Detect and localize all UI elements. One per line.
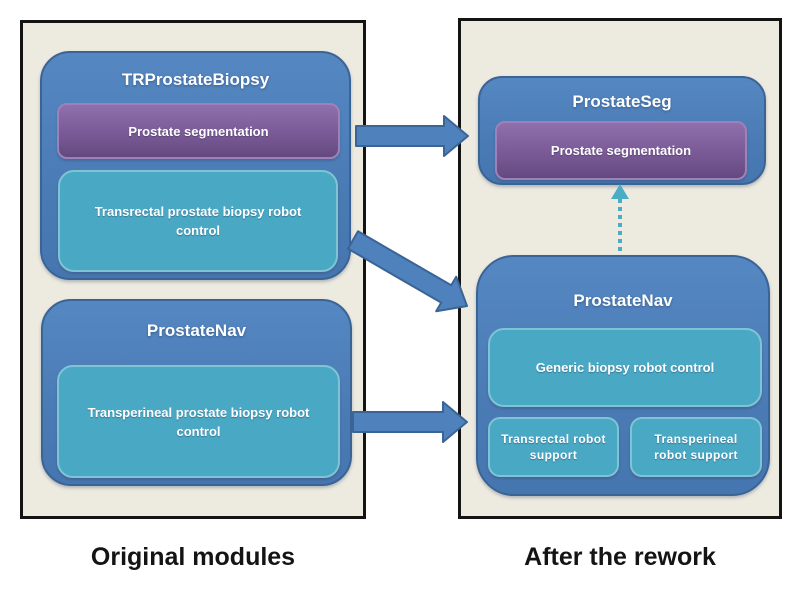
module-prostatenav-original: ProstateNav Transperineal prostate biops… — [41, 299, 352, 486]
caption-after-rework: After the rework — [524, 543, 716, 571]
module-title-prostateseg: ProstateSeg — [572, 92, 672, 111]
submodule-prostate-segmentation-rework: Prostate segmentation — [495, 121, 747, 180]
submodule-label: Transperineal prostate biopsy robot cont… — [87, 404, 310, 439]
caption-original-modules: Original modules — [90, 543, 296, 571]
module-title-prostatenav-rework: ProstateNav — [573, 291, 673, 310]
submodule-transrectal-robot-control: Transrectal prostate biopsy robot contro… — [58, 170, 338, 272]
module-trprostatebiopsy: TRProstateBiopsy Prostate segmentation T… — [40, 51, 351, 280]
module-prostateseg: ProstateSeg Prostate segmentation — [478, 76, 766, 185]
block-arrow-top — [355, 115, 469, 157]
module-title-prostatenav-original: ProstateNav — [146, 321, 247, 340]
submodule-prostate-segmentation-original: Prostate segmentation — [57, 103, 340, 159]
panel-after-rework: ProstateSeg Prostate segmentation Prosta… — [458, 18, 782, 519]
submodule-label: Prostate segmentation — [128, 123, 269, 139]
submodule-transrectal-robot-support: Transrectal robot support — [488, 417, 619, 477]
submodule-transperineal-robot-control: Transperineal prostate biopsy robot cont… — [57, 365, 340, 478]
block-arrow-bottom — [352, 401, 468, 443]
submodule-label: Transrectal robot support — [501, 432, 606, 462]
submodule-transperineal-robot-support: Transperineal robot support — [630, 417, 762, 477]
submodule-label: Transperineal robot support — [654, 432, 738, 462]
submodule-label: Transrectal prostate biopsy robot contro… — [94, 204, 302, 238]
module-prostatenav-rework: ProstateNav Generic biopsy robot control… — [476, 255, 770, 496]
panel-original-modules: TRProstateBiopsy Prostate segmentation T… — [20, 20, 366, 519]
submodule-label: Prostate segmentation — [550, 143, 692, 158]
module-title-trprostatebiopsy: TRProstateBiopsy — [121, 70, 270, 89]
submodule-label: Generic biopsy robot control — [535, 360, 715, 375]
submodule-generic-robot-control: Generic biopsy robot control — [488, 328, 762, 407]
